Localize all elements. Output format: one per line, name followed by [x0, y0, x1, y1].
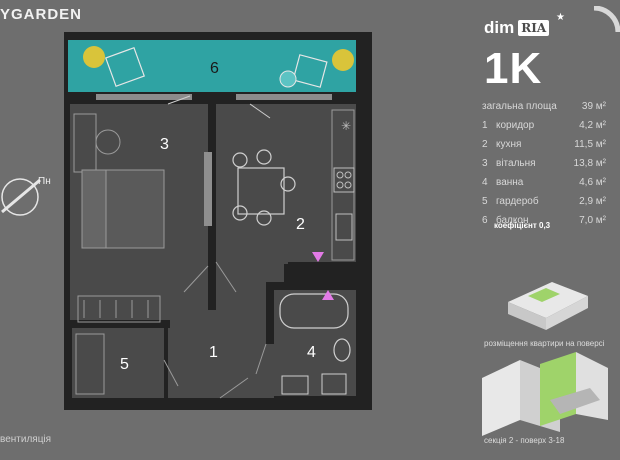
room-area: 2,9 м² — [579, 196, 606, 207]
door-living — [183, 265, 209, 293]
wardrobe-floor — [72, 328, 164, 398]
door-wardrobe — [163, 359, 179, 387]
area-summary: загальна площа 39 м² 1 коридор 4,2 м² 2 ку… — [482, 97, 606, 230]
total-area-value: 39 м² — [581, 101, 606, 112]
coefficient-note: коефіцієнт 0,3 — [494, 221, 551, 230]
dining-chair — [256, 149, 272, 165]
hallway-floor — [168, 286, 274, 398]
balcony-side-table — [279, 70, 297, 88]
bathtub — [279, 293, 349, 329]
room-number: 1 — [482, 120, 488, 131]
bed-pillows — [81, 169, 107, 249]
ventilation-legend: вентиляція — [0, 434, 52, 445]
bathroom-marker-icon — [322, 290, 334, 300]
balcony-armchair-right — [292, 54, 328, 88]
section-building-thumbnail — [482, 352, 608, 436]
kitchen-marker-icon — [312, 252, 324, 262]
compass-circle — [1, 178, 39, 216]
dining-table — [237, 167, 285, 215]
room-number: 6 — [482, 215, 488, 226]
door-balcony-left — [167, 95, 191, 105]
room-name: коридор — [496, 120, 535, 131]
compass-needle — [1, 178, 41, 214]
washing-machine — [281, 375, 309, 395]
stove-burner — [336, 181, 344, 189]
room-name: вітальня — [496, 158, 536, 169]
room-label-6: 6 — [210, 60, 219, 77]
room-name: гардероб — [496, 196, 539, 207]
kitchen-lower-floor — [288, 262, 356, 282]
room-label-4: 4 — [307, 344, 316, 361]
tv-stand — [204, 152, 212, 226]
room-row: 4 ванна 4,6 м² — [482, 173, 606, 192]
total-area-label: загальна площа — [482, 101, 557, 112]
unit-type-title: 1K — [484, 44, 543, 93]
room-row: 2 кухня 11,5 м² — [482, 135, 606, 154]
wall-bathroom-top — [266, 282, 356, 290]
door-entrance — [219, 377, 249, 399]
door-bathroom — [255, 343, 267, 375]
living-chair — [95, 129, 121, 155]
room-row: 5 гардероб 2,9 м² — [482, 192, 606, 211]
balcony-plant-left — [83, 46, 105, 68]
brand-name: YGARDEN — [0, 6, 83, 23]
room-row: 1 коридор 4,2 м² — [482, 116, 606, 135]
balcony-window-right — [236, 94, 332, 100]
total-area-row: загальна площа 39 м² — [482, 97, 606, 116]
room-area: 4,2 м² — [579, 120, 606, 131]
wall-wardrobe — [70, 320, 170, 328]
dining-chair — [280, 176, 296, 192]
wall-bathroom-left — [266, 282, 274, 344]
room-number: 5 — [482, 196, 488, 207]
logo-dim-text: dim — [484, 18, 515, 37]
room-name: балкон — [496, 215, 529, 226]
balcony-plant-right — [332, 49, 354, 71]
stove — [333, 167, 355, 193]
toilet — [333, 338, 351, 362]
room-label-3: 3 — [160, 136, 169, 153]
room-area: 7,0 м² — [579, 215, 606, 226]
balcony-window-left — [96, 94, 192, 100]
room-number: 2 — [482, 139, 488, 150]
dining-chair — [256, 210, 272, 226]
room-name: ванна — [496, 177, 524, 188]
room-label-5: 5 — [120, 356, 129, 373]
floor-location-caption: розміщення квартири на поверсі — [484, 339, 605, 348]
room-label-1: 1 — [209, 344, 218, 361]
bathroom-sink — [321, 373, 347, 395]
living-shelf — [77, 295, 161, 323]
kitchen-floor — [216, 104, 356, 264]
section-caption: секція 2 - поверх 3-18 — [484, 436, 565, 445]
balcony-armchair-left — [105, 47, 145, 87]
room-number: 3 — [482, 158, 488, 169]
room-area: 4,6 м² — [579, 177, 606, 188]
corner-arc-decoration — [593, 6, 620, 33]
kitchen-sink — [335, 213, 353, 241]
room-area: 11,5 м² — [574, 139, 606, 150]
dining-chair — [232, 152, 248, 168]
room-label-2: 2 — [296, 216, 305, 233]
logo-star-icon: ★ — [556, 12, 565, 23]
logo-ria-text: RIA — [518, 20, 550, 36]
compass-north-label: Пн — [38, 176, 51, 187]
stove-burner — [336, 171, 344, 179]
room-name: кухня — [496, 139, 522, 150]
dim-ria-logo[interactable]: dim RIA — [484, 18, 550, 38]
floor-location-thumbnail — [508, 282, 588, 330]
door-balcony-right — [249, 103, 271, 119]
room-row: 3 вітальня 13,8 м² — [482, 154, 606, 173]
dining-chair — [232, 205, 248, 221]
wardrobe-rack — [75, 333, 105, 395]
stove-burner — [344, 181, 352, 189]
stove-burner — [344, 171, 352, 179]
room-number: 4 — [482, 177, 488, 188]
room-area: 13,8 м² — [573, 158, 606, 169]
door-kitchen — [215, 261, 237, 293]
fridge-icon: ✳ — [341, 119, 351, 133]
room-row: 6 балкон 7,0 м² — [482, 211, 606, 230]
bathroom-floor — [274, 290, 356, 396]
